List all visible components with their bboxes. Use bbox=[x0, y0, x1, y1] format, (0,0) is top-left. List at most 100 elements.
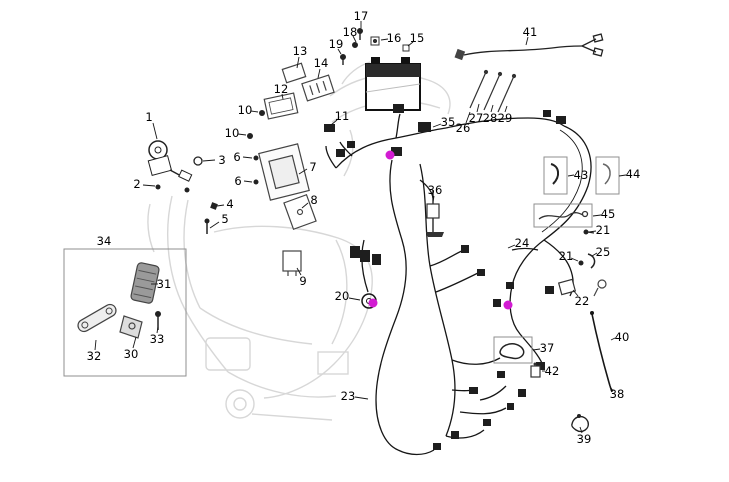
leader-line-5 bbox=[209, 221, 220, 229]
battery-terminal-right bbox=[401, 57, 410, 66]
leader-line-9 bbox=[296, 267, 302, 276]
callout-37: 37 bbox=[540, 341, 555, 355]
callout-18: 18 bbox=[343, 25, 358, 39]
callout-3: 3 bbox=[218, 153, 225, 167]
callout-15: 15 bbox=[410, 31, 425, 45]
callout-6: 6 bbox=[233, 150, 240, 164]
callout-12: 12 bbox=[274, 82, 289, 96]
leader-line-40 bbox=[610, 337, 616, 341]
part-22-relay bbox=[557, 278, 577, 296]
group-box-34 bbox=[63, 248, 187, 377]
small-screws bbox=[247, 110, 265, 185]
callout-19: 19 bbox=[329, 37, 344, 51]
part-10-screw bbox=[259, 110, 265, 116]
callout-24: 24 bbox=[515, 236, 530, 250]
part-14-relay bbox=[301, 74, 335, 102]
callout-31: 31 bbox=[157, 277, 172, 291]
leader-line-7 bbox=[298, 168, 308, 175]
leader-line-30 bbox=[132, 336, 137, 349]
callout-4: 4 bbox=[226, 197, 233, 211]
leader-line-41 bbox=[525, 36, 529, 46]
leader-line-18 bbox=[352, 35, 357, 43]
part-10-screw bbox=[247, 133, 253, 139]
highlights-layer bbox=[368, 150, 513, 310]
part-43-clip bbox=[550, 163, 559, 185]
callout-35: 35 bbox=[441, 115, 456, 129]
callout-13: 13 bbox=[293, 44, 308, 58]
leader-line-8 bbox=[301, 202, 309, 209]
part-36-sensor bbox=[426, 190, 444, 237]
callout-32: 32 bbox=[87, 349, 102, 363]
leader-line-22 bbox=[572, 289, 579, 297]
leader-line-2 bbox=[142, 184, 156, 187]
part-38-40-cable bbox=[590, 311, 613, 393]
leader-line-23 bbox=[354, 396, 369, 400]
part-30-bracket bbox=[119, 315, 143, 339]
wiring-harness bbox=[325, 113, 592, 456]
battery bbox=[365, 57, 421, 111]
leader-line-32 bbox=[94, 339, 97, 351]
leader-line-38 bbox=[610, 387, 614, 392]
leader-line-45 bbox=[592, 214, 602, 217]
top-fasteners bbox=[340, 28, 410, 65]
part-21-bolt bbox=[583, 229, 595, 235]
leader-line-25 bbox=[591, 252, 598, 257]
callout-1: 1 bbox=[145, 110, 152, 124]
callout-25: 25 bbox=[596, 245, 611, 259]
footrest-group bbox=[77, 262, 161, 339]
leader-line-35 bbox=[432, 123, 442, 128]
leader-line-14 bbox=[317, 68, 321, 79]
leader-line-3 bbox=[202, 159, 216, 162]
electrical-units bbox=[258, 62, 335, 276]
callout-43: 43 bbox=[574, 168, 589, 182]
callout-10: 10 bbox=[238, 103, 253, 117]
group-box-37 bbox=[493, 336, 533, 364]
highlight-dot bbox=[503, 300, 513, 310]
part-13-unit bbox=[281, 62, 307, 84]
callout-30: 30 bbox=[124, 347, 139, 361]
scooter-frame-outline bbox=[147, 61, 451, 421]
callout-39: 39 bbox=[577, 432, 592, 446]
group-box-45 bbox=[533, 203, 593, 228]
callout-44: 44 bbox=[626, 167, 641, 181]
callout-5: 5 bbox=[221, 212, 228, 226]
group-box-43 bbox=[543, 156, 568, 195]
part-26-29-cable-ties bbox=[469, 69, 517, 113]
part-17 bbox=[357, 28, 363, 40]
leader-lines-layer bbox=[94, 21, 627, 434]
leader-line-21 bbox=[588, 230, 597, 233]
callout-7: 7 bbox=[309, 160, 316, 174]
leader-line-20 bbox=[348, 297, 361, 301]
group-boxes-layer bbox=[63, 156, 620, 377]
callout-22: 22 bbox=[575, 294, 590, 308]
part-42-clip bbox=[530, 362, 541, 378]
callout-26: 26 bbox=[456, 121, 471, 135]
leader-line-10 bbox=[250, 110, 259, 113]
callout-36: 36 bbox=[428, 183, 443, 197]
part-6-screw bbox=[253, 179, 259, 185]
part-45-cable bbox=[538, 210, 589, 220]
leader-line-43 bbox=[567, 174, 575, 177]
callout-6: 6 bbox=[234, 174, 241, 188]
leader-line-1 bbox=[152, 122, 158, 140]
leader-line-26 bbox=[465, 111, 471, 124]
callout-41: 41 bbox=[523, 25, 538, 39]
callout-29: 29 bbox=[498, 111, 513, 125]
leader-line-21 bbox=[570, 257, 579, 262]
callout-21: 21 bbox=[596, 223, 611, 237]
part-7-bracket bbox=[258, 143, 310, 201]
part-15 bbox=[402, 44, 410, 52]
leader-line-28 bbox=[490, 104, 494, 113]
callout-20: 20 bbox=[335, 289, 350, 303]
callout-27: 27 bbox=[469, 111, 484, 125]
leader-line-29 bbox=[504, 105, 508, 113]
right-side-parts bbox=[499, 163, 613, 433]
callout-2: 2 bbox=[133, 177, 140, 191]
battery-top-band bbox=[366, 64, 420, 77]
group-box-44 bbox=[595, 156, 620, 195]
callout-28: 28 bbox=[483, 111, 498, 125]
part-25-hook bbox=[587, 253, 596, 269]
part-3-ring bbox=[193, 156, 203, 166]
